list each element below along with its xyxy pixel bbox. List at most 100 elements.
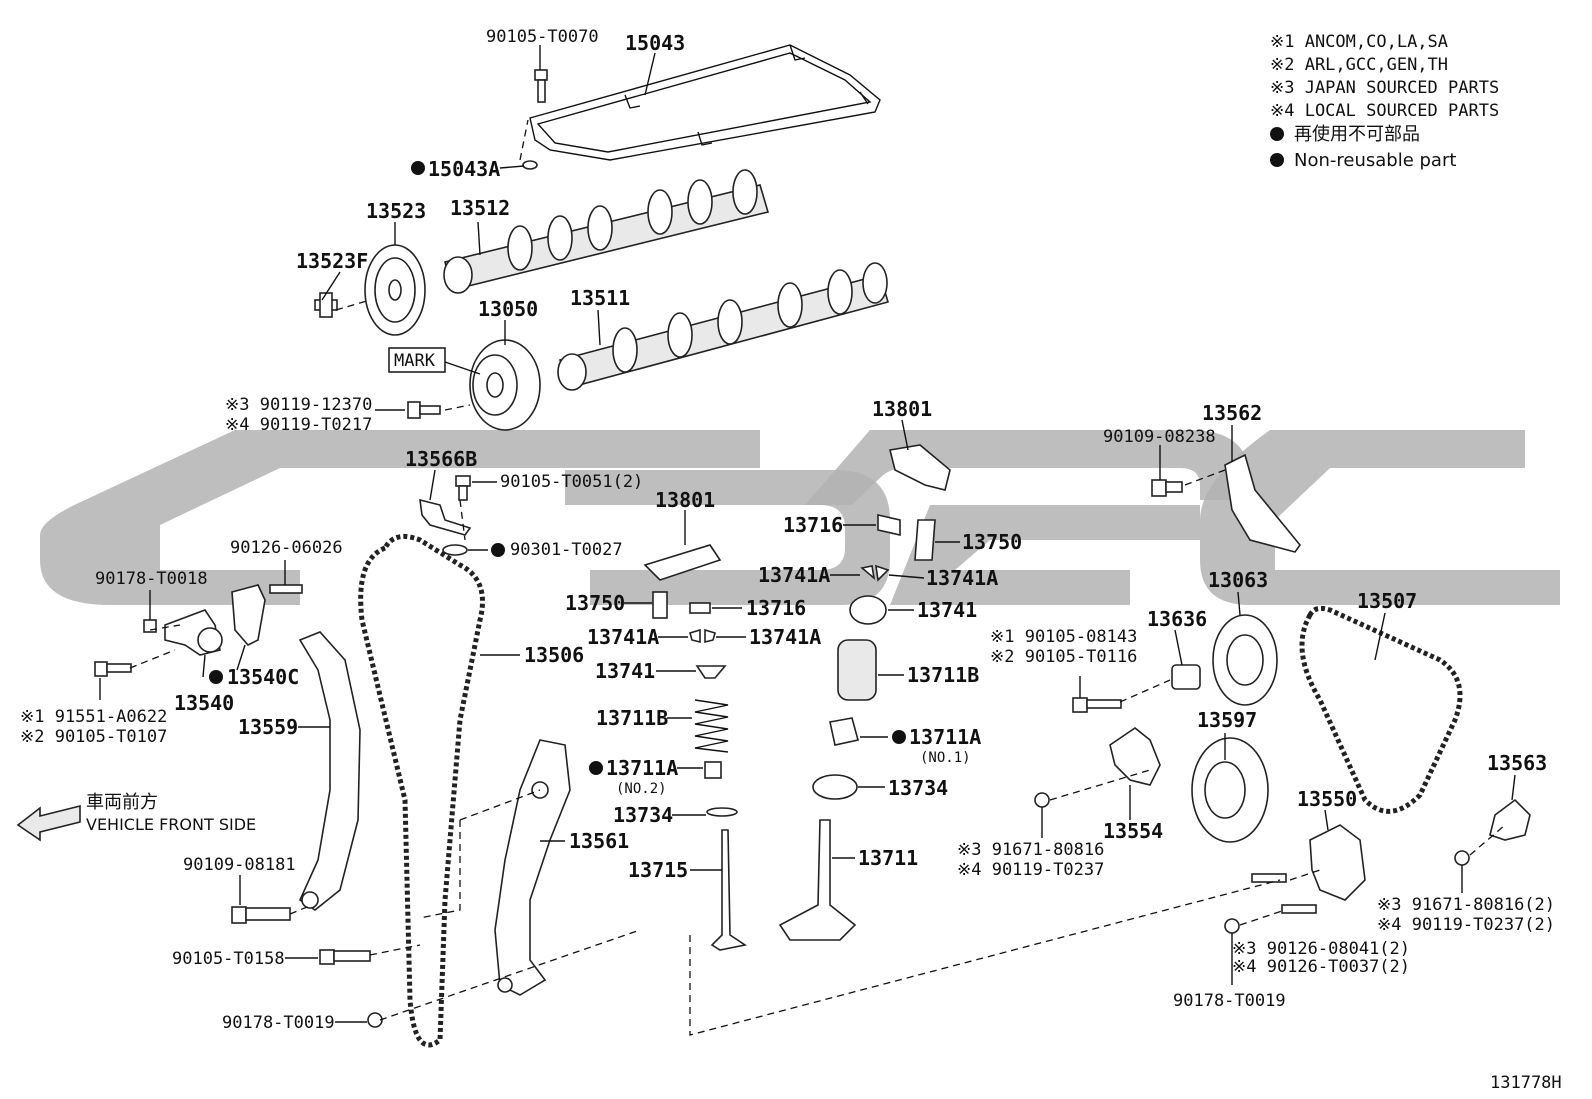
bolt-icon[interactable] [1454, 850, 1470, 866]
part-label[interactable]: 90178-T0018 [95, 569, 208, 589]
part-label[interactable]: 90105-T0051(2) [500, 472, 643, 492]
part-label[interactable]: 13716 [746, 596, 806, 620]
part-label[interactable]: 13559 [238, 715, 298, 739]
part-label[interactable]: 13741A [749, 625, 821, 649]
part-label[interactable]: 13750 [962, 530, 1022, 554]
shim-13716[interactable] [877, 513, 901, 537]
part-label[interactable]: 13511 [570, 286, 630, 310]
stud-icon[interactable] [269, 584, 303, 594]
part-label[interactable]: 13801 [872, 397, 932, 421]
part-label[interactable]: 13734 [613, 803, 673, 827]
washer-icon[interactable] [522, 160, 538, 170]
retainer-13741[interactable] [695, 665, 727, 679]
spring-seat-13734[interactable] [706, 807, 738, 817]
part-label[interactable]: 13801 [655, 488, 715, 512]
part-label[interactable]: 90301-T0027 [510, 540, 623, 560]
stud-icon[interactable] [1281, 904, 1317, 914]
part-label[interactable]: ※4 90126-T0037(2) [1232, 957, 1410, 977]
part-label[interactable]: 13506 [524, 643, 584, 667]
chain-guide-13559[interactable] [298, 631, 361, 911]
valve-13711[interactable] [778, 819, 857, 941]
part-label[interactable]: ※4 90119-T0237(2) [1377, 915, 1555, 935]
timing-chain-13507[interactable] [1299, 605, 1463, 814]
vvt-gear-13050[interactable] [469, 339, 541, 431]
part-label[interactable]: 13566B [405, 447, 477, 471]
part-label[interactable]: 90109-08181 [183, 855, 296, 875]
part-label[interactable]: 90109-08238 [1103, 427, 1216, 447]
part-label[interactable]: ※2 90105-T0107 [20, 727, 167, 747]
chain-tensioner-13540[interactable] [164, 609, 223, 656]
part-label[interactable]: 13711B [596, 706, 668, 730]
chain-damper-13563[interactable] [1489, 798, 1531, 841]
part-label[interactable]: 90126-06026 [230, 538, 343, 558]
bolt-icon[interactable] [407, 401, 441, 419]
gasket-13540c[interactable] [231, 584, 266, 646]
bolt-icon[interactable] [367, 1012, 383, 1028]
part-label[interactable]: 13561 [569, 829, 629, 853]
part-label[interactable]: 13063 [1208, 568, 1268, 592]
chain-guide-13561[interactable] [494, 739, 571, 996]
keeper-13741a[interactable] [689, 628, 716, 644]
part-label[interactable]: ※1 91551-A0622 [20, 707, 167, 727]
bolt-icon[interactable] [1151, 479, 1183, 497]
valve-cover-gasket[interactable] [529, 44, 881, 161]
part-label[interactable]: 13563 [1487, 751, 1547, 775]
part-label[interactable]: ※4 90119-T0237 [957, 860, 1104, 880]
part-label[interactable]: 13540 [174, 691, 234, 715]
tensioner-13550[interactable] [1309, 824, 1366, 901]
bolt-icon[interactable] [319, 949, 371, 965]
retainer-13741[interactable] [849, 595, 887, 625]
part-label[interactable]: 90105-T0158 [172, 949, 285, 969]
part-label[interactable]: 13741 [917, 598, 977, 622]
part-label[interactable]: 13636 [1147, 607, 1207, 631]
part-label[interactable]: 13711 [858, 846, 918, 870]
part-label[interactable]: 90178-T0019 [1173, 991, 1286, 1011]
valve-13715[interactable] [710, 829, 748, 951]
rocker-arm-13801[interactable] [889, 444, 951, 491]
keeper-13741a[interactable] [860, 564, 890, 582]
part-label[interactable]: 13554 [1103, 819, 1163, 843]
part-label[interactable]: 13734 [888, 776, 948, 800]
part-label[interactable]: 90105-T0070 [486, 27, 599, 47]
part-label[interactable]: 13523 [366, 199, 426, 223]
part-label[interactable]: 13741 [595, 659, 655, 683]
stud-icon[interactable] [1251, 873, 1287, 883]
part-label[interactable]: 13540C [227, 665, 299, 689]
part-label[interactable]: 15043A [428, 157, 500, 181]
cam-sprocket-13523[interactable] [364, 244, 426, 336]
valve-spring-13711b[interactable] [837, 639, 877, 701]
chain-guide-13562[interactable] [1224, 453, 1302, 553]
part-label[interactable]: 13597 [1197, 708, 1257, 732]
part-label[interactable]: 13711B [907, 663, 979, 687]
bolt-icon[interactable] [1224, 918, 1240, 934]
bolt-icon[interactable] [534, 69, 548, 103]
bolt-icon[interactable] [314, 292, 338, 318]
valve-spring-13711b[interactable] [694, 699, 729, 753]
part-label[interactable]: ※3 91671-80816 [957, 840, 1104, 860]
bolt-icon[interactable] [231, 906, 291, 924]
bolt-icon[interactable] [455, 475, 471, 501]
part-label[interactable]: 13050 [478, 297, 538, 321]
part-label[interactable]: 13716 [783, 513, 843, 537]
part-label[interactable]: ※3 91671-80816(2) [1377, 895, 1555, 915]
bolt-icon[interactable] [94, 661, 132, 677]
crank-gear-13063[interactable] [1212, 614, 1278, 706]
part-label[interactable]: ※4 90119-T0217 [225, 415, 372, 435]
bolt-icon[interactable] [1072, 697, 1122, 713]
bolt-icon[interactable] [143, 619, 157, 633]
bushing-13636[interactable] [1171, 664, 1201, 690]
part-label[interactable]: 90178-T0019 [222, 1013, 335, 1033]
part-label[interactable]: ※2 90105-T0116 [990, 647, 1137, 667]
part-label[interactable]: ※3 90126-08041(2) [1232, 939, 1410, 959]
part-label[interactable]: ※1 90105-08143 [990, 627, 1137, 647]
bolt-icon[interactable] [1034, 792, 1050, 808]
part-label[interactable]: 13512 [450, 196, 510, 220]
part-label[interactable]: 13562 [1202, 401, 1262, 425]
part-label[interactable]: 13711A [909, 725, 981, 749]
part-label[interactable]: 13550 [1297, 787, 1357, 811]
rocker-arm-13801[interactable] [643, 544, 722, 581]
part-label[interactable]: 13523F [296, 249, 368, 273]
valve-seal-13711a[interactable] [829, 717, 859, 746]
part-label[interactable]: 13715 [628, 858, 688, 882]
part-label[interactable]: 13741A [587, 625, 659, 649]
